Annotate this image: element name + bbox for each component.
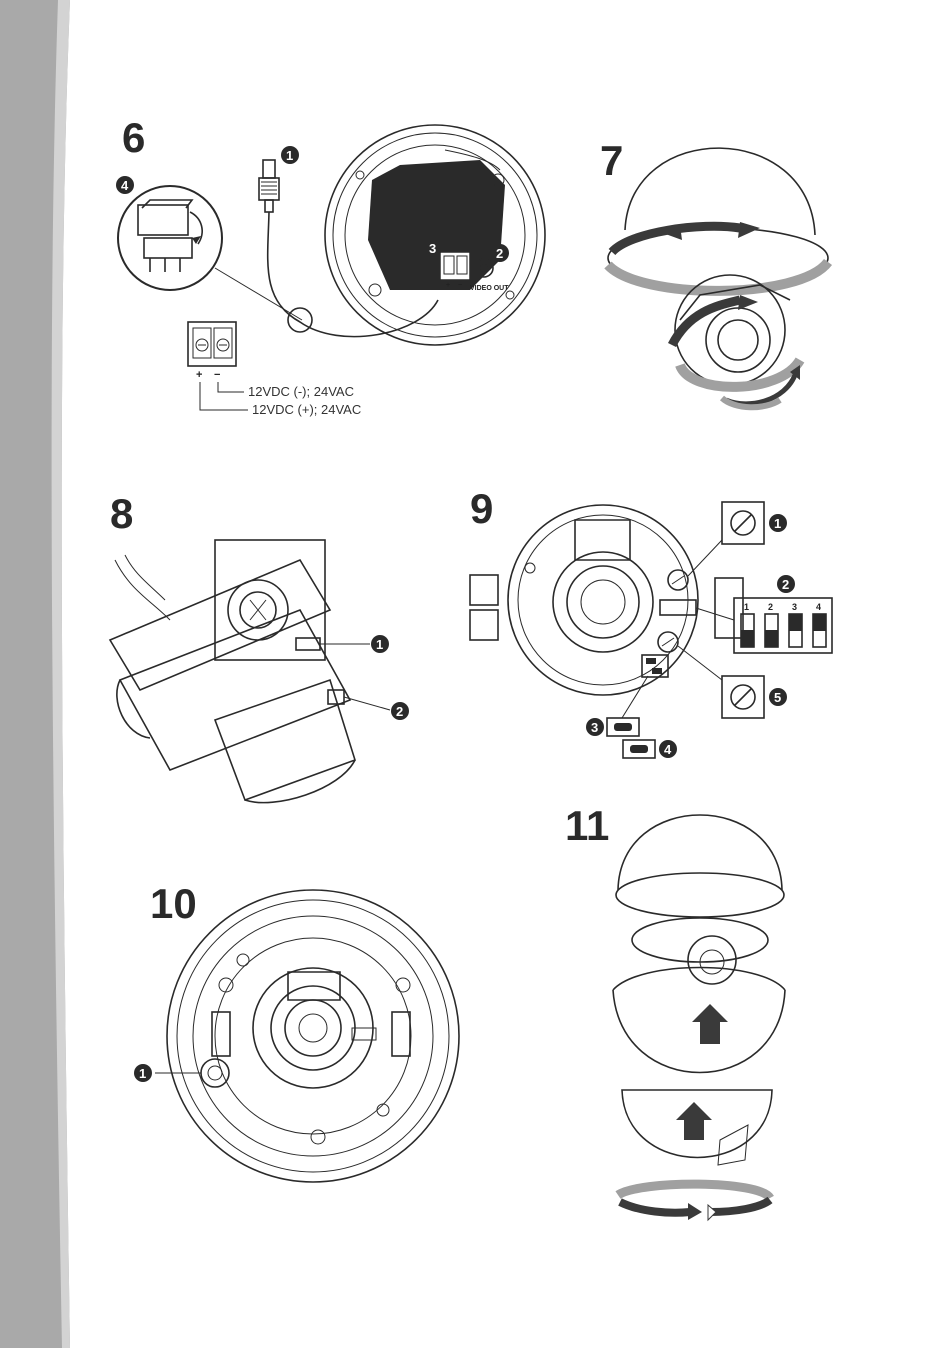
- dome-base-6: + − VIDEO OUT: [325, 125, 545, 345]
- terminal-minus-sign: −: [214, 369, 220, 381]
- dip-number-3: 3: [792, 602, 797, 612]
- callout-3-text: 3: [429, 241, 436, 256]
- side-band: [0, 0, 70, 1348]
- step-number-11: 11: [565, 802, 609, 849]
- callout-9-3-text: 3: [591, 720, 598, 735]
- dip-number-1: 1: [744, 602, 749, 612]
- callout-1-text: 1: [286, 148, 293, 163]
- step-number-10: 10: [150, 880, 197, 927]
- callout-9-2-text: 2: [782, 577, 789, 592]
- terminal-block: + −: [188, 322, 248, 410]
- board-plus: +: [446, 282, 450, 289]
- step-number-8: 8: [110, 490, 133, 537]
- connector-magnifier: [118, 186, 302, 320]
- step-number-7: 7: [600, 137, 623, 184]
- label-12vdc-positive: 12VDC (+); 24VAC: [252, 402, 361, 417]
- callout-9-4-text: 4: [664, 742, 672, 757]
- figure-step-6: 6 4 1: [116, 114, 545, 417]
- step-number-6: 6: [122, 114, 145, 161]
- callout-9-5-text: 5: [774, 690, 781, 705]
- figure-step-8: 8: [110, 490, 390, 803]
- board-minus: −: [458, 282, 462, 289]
- callout-8-2-text: 2: [396, 704, 403, 719]
- terminal-plus-sign: +: [196, 369, 202, 381]
- figure-step-10: 10: [150, 880, 459, 1182]
- dip-number-2: 2: [768, 602, 773, 612]
- callout-10-1-text: 1: [139, 1066, 146, 1081]
- callout-2-text: 2: [496, 246, 503, 261]
- callout-8-1-text: 1: [376, 637, 383, 652]
- video-out-label: VIDEO OUT: [470, 285, 509, 292]
- figure-step-11: 11: [565, 802, 785, 1220]
- dip-number-4: 4: [816, 602, 821, 612]
- label-12vdc-negative: 12VDC (-); 24VAC: [248, 384, 354, 399]
- figure-step-7: 7: [600, 137, 828, 407]
- step-number-9: 9: [470, 485, 493, 532]
- callout-9-1-text: 1: [774, 516, 781, 531]
- callout-4-text: 4: [121, 178, 129, 193]
